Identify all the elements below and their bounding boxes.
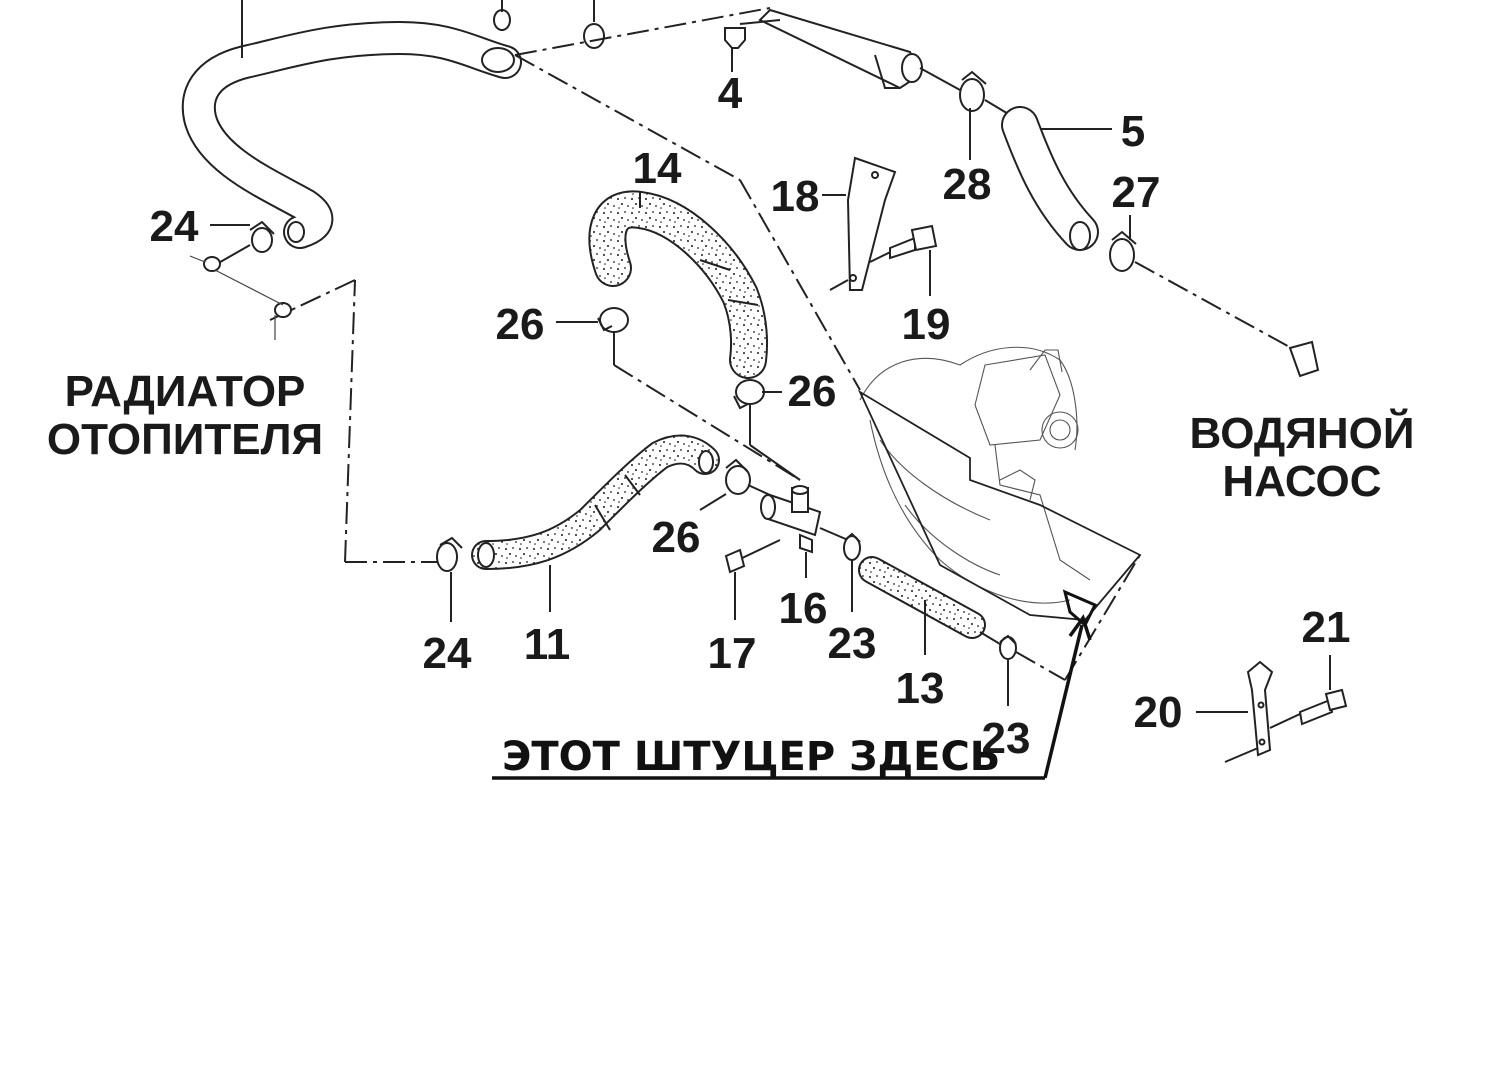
callout-27: 27 bbox=[1112, 168, 1161, 217]
callout-16: 16 bbox=[779, 584, 828, 633]
clamp-28 bbox=[959, 70, 987, 112]
callout-23-right: 23 bbox=[982, 714, 1031, 763]
callout-5: 5 bbox=[1121, 107, 1145, 156]
callout-19: 19 bbox=[902, 300, 951, 349]
bolt-21 bbox=[1269, 688, 1348, 729]
bracket-20 bbox=[1224, 660, 1274, 763]
callout-26-right: 26 bbox=[788, 367, 837, 416]
bracket-18 bbox=[829, 156, 897, 291]
caption-water-pump-line1: ВОДЯНОЙ bbox=[1190, 407, 1415, 458]
water-pipe bbox=[739, 8, 923, 90]
hose-11 bbox=[471, 434, 720, 570]
callout-24-lower: 24 bbox=[423, 629, 472, 678]
clamp-24-lower bbox=[436, 536, 463, 572]
callout-20: 20 bbox=[1134, 688, 1183, 737]
callout-23-left: 23 bbox=[828, 619, 877, 668]
hose-13 bbox=[858, 556, 986, 639]
clamp-23-right bbox=[999, 634, 1017, 660]
leader-lines bbox=[210, 108, 1331, 713]
callout-14: 14 bbox=[633, 144, 682, 193]
clamp-24-upper bbox=[249, 220, 275, 253]
callout-26-lower: 26 bbox=[652, 513, 701, 562]
clamp-27 bbox=[1109, 230, 1137, 272]
water-pump-pipe-end bbox=[1288, 340, 1320, 378]
tee-fitting-16 bbox=[760, 485, 849, 554]
radiator-stub-lower bbox=[274, 302, 292, 340]
clamp-26-lower bbox=[725, 458, 751, 495]
upper-heater-hose bbox=[181, 20, 522, 249]
callout-21: 21 bbox=[1302, 603, 1351, 652]
radiator-stub-upper bbox=[189, 255, 221, 272]
note-pointer bbox=[492, 614, 1092, 780]
callout-28: 28 bbox=[943, 160, 992, 209]
callout-4: 4 bbox=[718, 69, 743, 118]
callout-13: 13 bbox=[896, 664, 945, 713]
fitting-note: ЭТОТ ШТУЦЕР ЗДЕСЬ bbox=[502, 734, 1000, 780]
caption-water-pump-line2: НАСОС bbox=[1222, 457, 1381, 506]
clamp-23-left bbox=[843, 532, 861, 561]
engine-housing-sketch bbox=[859, 346, 1091, 604]
callout-24-upper: 24 bbox=[150, 202, 199, 251]
top-clamp-mid bbox=[583, 0, 605, 49]
clamp-26-upper bbox=[597, 307, 629, 333]
callout-26-upper: 26 bbox=[496, 300, 545, 349]
top-clamp-left bbox=[493, 0, 511, 31]
callout-18: 18 bbox=[771, 172, 820, 221]
fitting-4 bbox=[724, 27, 746, 72]
hose-14 bbox=[588, 190, 769, 379]
callout-11: 11 bbox=[524, 620, 571, 669]
bolt-19 bbox=[869, 224, 938, 263]
hose-5 bbox=[1001, 106, 1099, 251]
clamp-26-right bbox=[733, 379, 765, 410]
callout-17: 17 bbox=[708, 629, 757, 678]
caption-heater-radiator-line1: РАДИАТОР bbox=[65, 367, 306, 416]
fitting-17 bbox=[724, 539, 781, 574]
caption-heater-radiator-line2: ОТОПИТЕЛЯ bbox=[47, 415, 323, 464]
